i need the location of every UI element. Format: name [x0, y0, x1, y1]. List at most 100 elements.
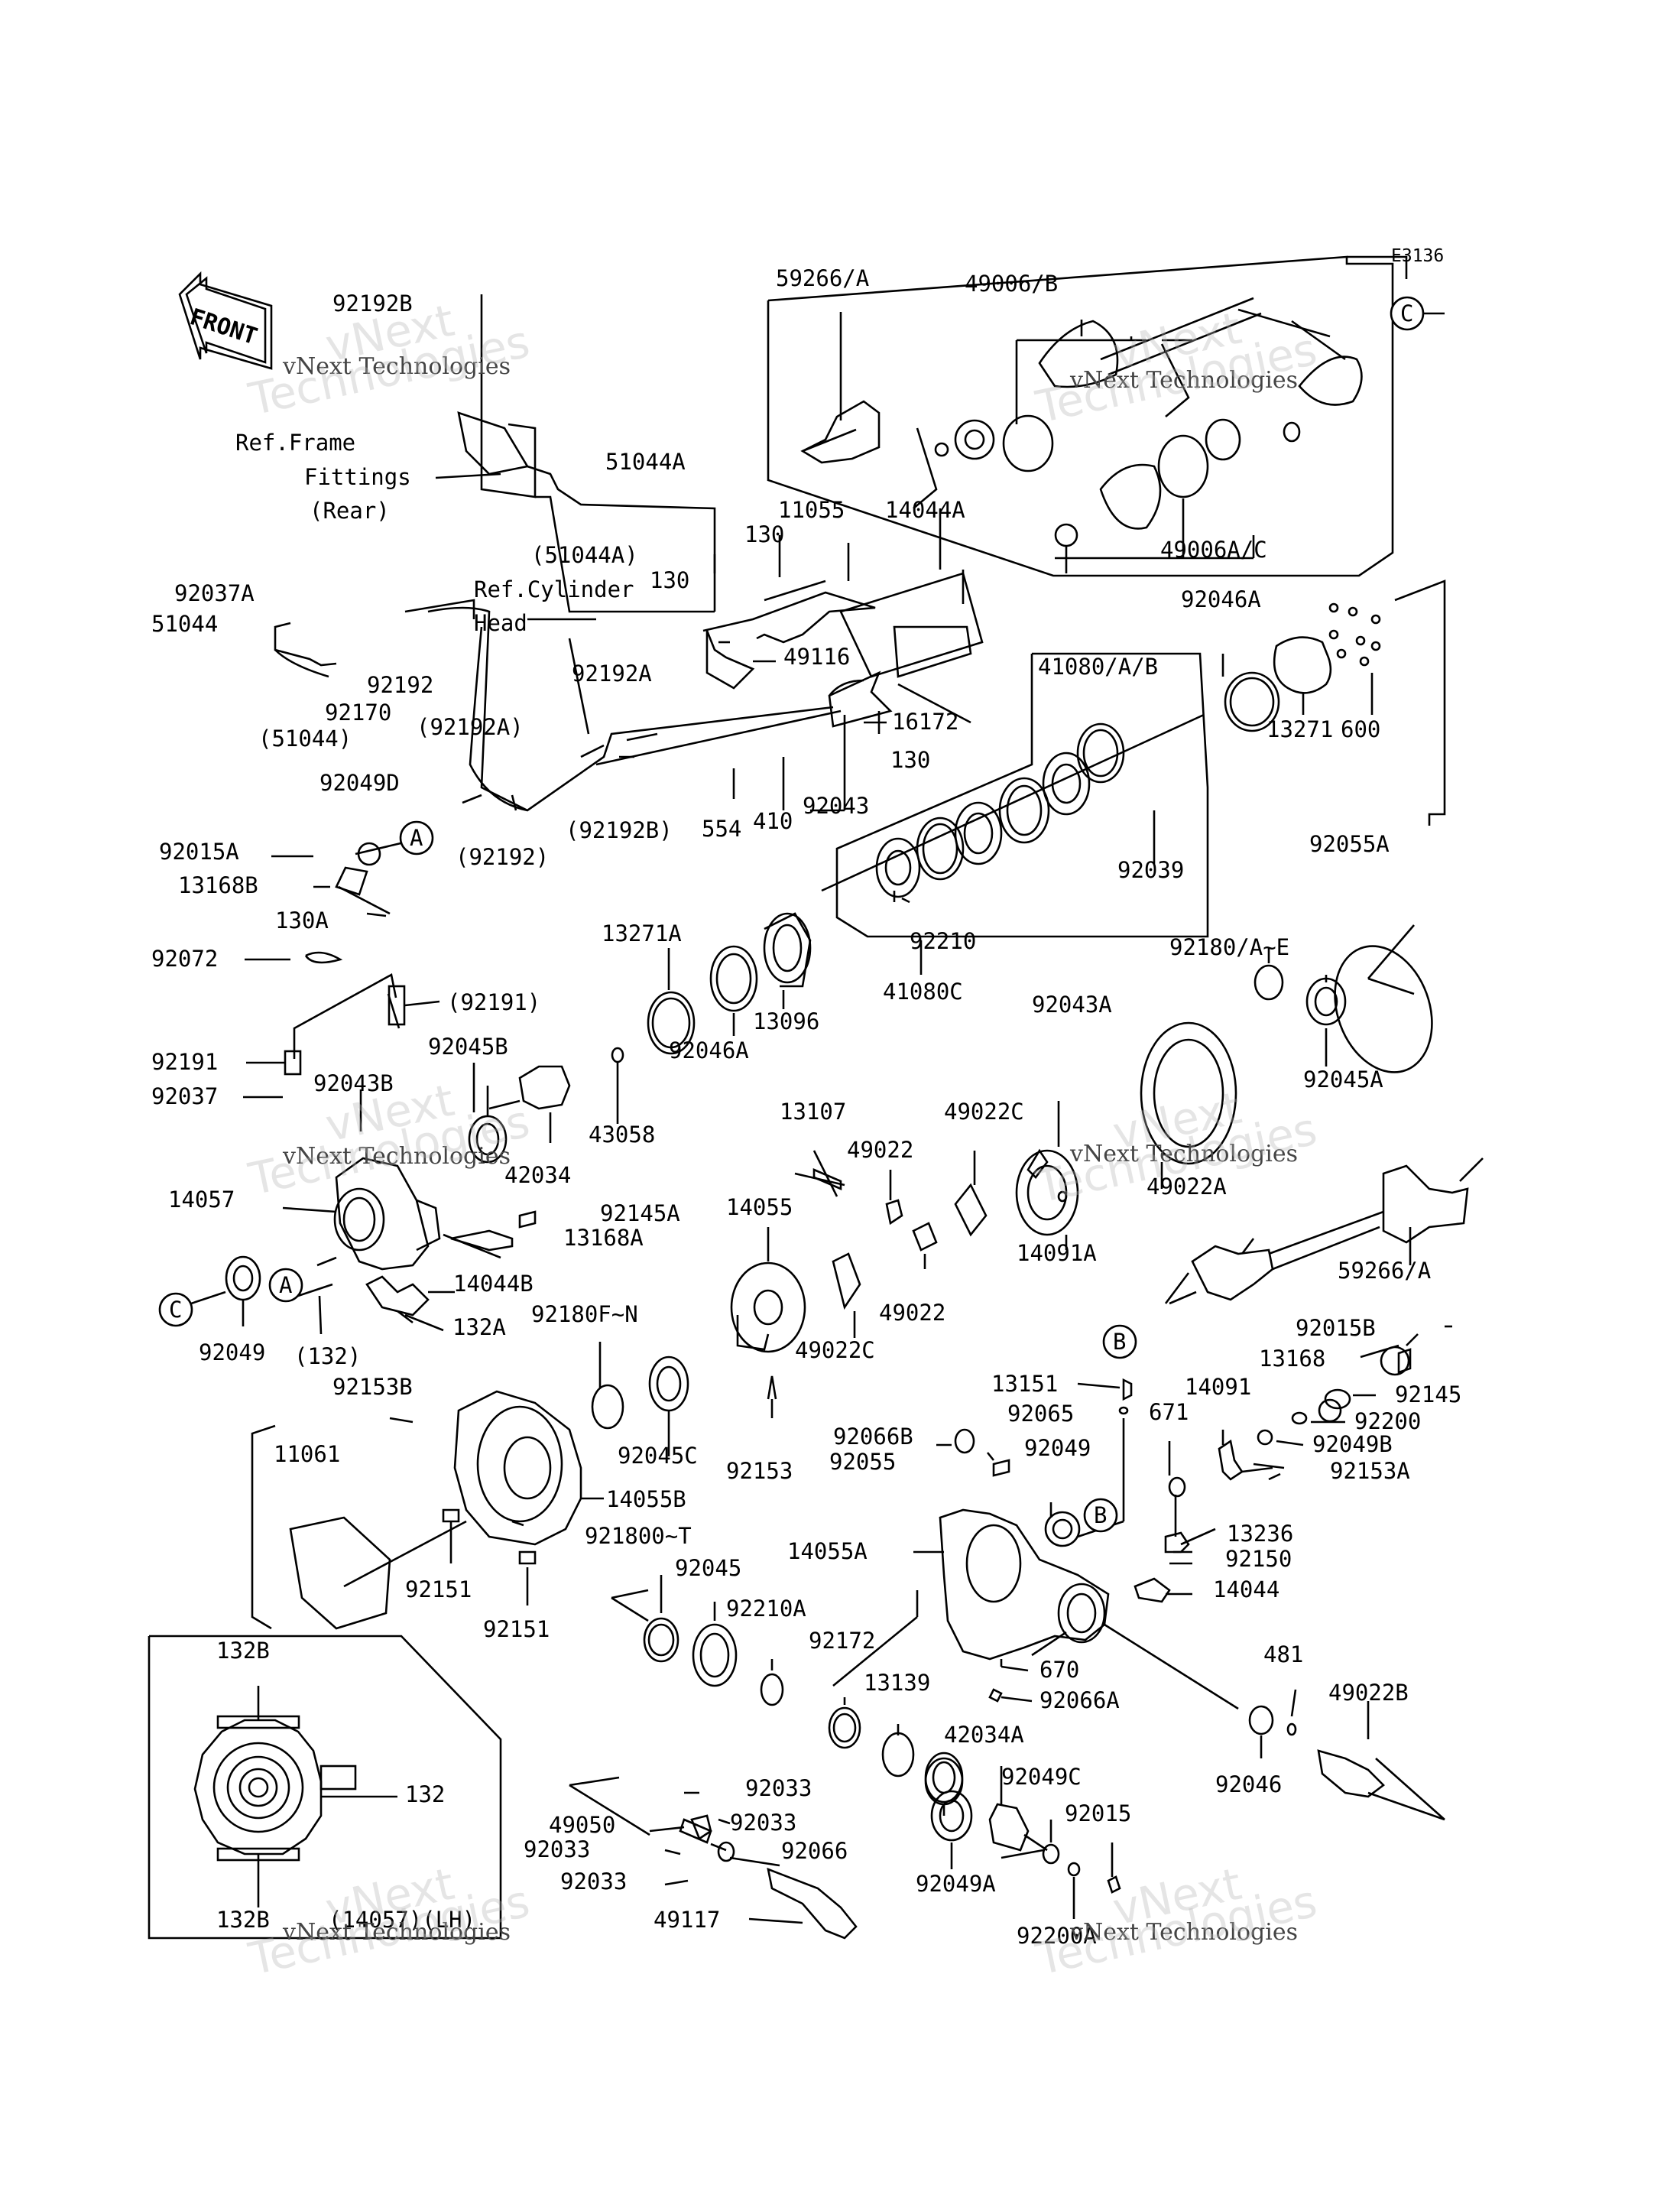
part-label: 92072 [151, 946, 219, 972]
part-label: 11055 [778, 497, 845, 523]
part-label: 49022C [944, 1099, 1024, 1125]
yoke-42034A [988, 1803, 1030, 1852]
part-label: 670 [1039, 1657, 1080, 1683]
part-label: 13096 [753, 1008, 820, 1034]
part-label: 92065 [1007, 1401, 1075, 1427]
part-label: 92049D [319, 770, 400, 796]
part-label: 13168 [1259, 1346, 1326, 1372]
part-label: 92037 [151, 1083, 219, 1109]
part-label: 130 [650, 567, 690, 593]
part-label: 14091 [1185, 1374, 1252, 1400]
part-label: 92015A [159, 839, 239, 865]
part-label: (51044) [258, 726, 352, 752]
cv-joint-right [1382, 1164, 1469, 1244]
hub-13096 [763, 912, 812, 984]
callout-c: C [169, 1297, 183, 1323]
part-label: 14055B [606, 1486, 686, 1512]
part-label: 42034A [944, 1722, 1024, 1748]
part-label: 92145A [600, 1200, 680, 1226]
part-label: 49022C [795, 1337, 875, 1363]
part-label: 92049 [199, 1339, 266, 1365]
part-label: 130A [275, 907, 329, 933]
part-label: 92043 [803, 793, 870, 819]
part-label: 49117 [654, 1907, 721, 1933]
o-ring-92055A [1334, 945, 1433, 1073]
part-label: 92153B [332, 1374, 413, 1400]
part-label: (92191) [447, 989, 541, 1015]
callout-circle-c2 [158, 1292, 193, 1327]
part-label: 59266/A [776, 265, 870, 291]
diagram-code: E3136 [1391, 246, 1445, 266]
part-label: 92046A [1181, 586, 1261, 612]
part-label: 92033 [560, 1868, 628, 1894]
part-label: 92151 [405, 1576, 472, 1602]
part-label: 92045A [1303, 1067, 1383, 1093]
part-label: 43058 [589, 1122, 656, 1148]
part-label: 92045B [428, 1034, 508, 1060]
part-label: 92055A [1309, 831, 1390, 857]
part-label: 49006/B [965, 271, 1059, 297]
housing-14057 [335, 1157, 430, 1271]
watermark-text: vNext Technologies [283, 353, 511, 380]
part-label: (14057)(LH) [329, 1907, 476, 1933]
cover-14055B [453, 1390, 582, 1546]
part-label: 92066B [833, 1424, 913, 1450]
part-label: 132A [452, 1314, 506, 1340]
part-label: 14091A [1017, 1240, 1097, 1266]
part-label: 13168B [178, 872, 258, 898]
part-label: 132B [216, 1638, 270, 1664]
part-label: 92049C [1001, 1764, 1082, 1790]
part-label: 92170 [325, 700, 392, 726]
side-gear-49022C [954, 1183, 988, 1237]
lh-view-box [148, 1635, 502, 1940]
housing-14057LH [193, 1719, 323, 1855]
part-label: 92039 [1117, 857, 1185, 883]
part-label: 92192 [367, 672, 434, 698]
callout-b: B [1094, 1502, 1108, 1528]
callout-c: C [1400, 300, 1414, 326]
part-label: 13139 [864, 1670, 931, 1696]
part-label: 92015 [1065, 1800, 1132, 1826]
part-label: 132 [405, 1781, 446, 1807]
part-label: 59266/A [1338, 1258, 1432, 1284]
part-label: 41080C [883, 979, 963, 1005]
part-label: 92172 [809, 1628, 876, 1654]
part-label: 92191 [151, 1049, 219, 1075]
sensor-14091 [1218, 1439, 1244, 1481]
part-label: 92043A [1032, 992, 1112, 1018]
callout-circle-a2 [268, 1268, 303, 1303]
watermark-text: vNext Technologies [1070, 367, 1299, 394]
clutch-group-outline [835, 652, 1209, 938]
part-label: 51044 [151, 611, 219, 637]
part-label: 14055 [726, 1194, 793, 1220]
part-label: 92045C [618, 1443, 698, 1469]
part-label: 92049B [1312, 1431, 1393, 1457]
part-label: 49022B [1328, 1680, 1409, 1706]
cv-boot-top [1038, 320, 1119, 388]
axle-group-outline [767, 255, 1394, 577]
part-label: (92192A) [417, 714, 524, 740]
part-label: 671 [1149, 1399, 1189, 1425]
case-14055 [730, 1261, 806, 1353]
part-label: 49022 [879, 1300, 946, 1326]
case-14055A [939, 1508, 1110, 1661]
part-label: 14044A [885, 497, 965, 523]
front-arrow-shape [178, 271, 273, 370]
pinion-42034 [518, 1065, 571, 1110]
part-label: 554 [702, 816, 742, 842]
part-label: 92145 [1395, 1381, 1462, 1407]
shim-92046A [1224, 671, 1280, 732]
part-label: 49022A [1146, 1174, 1227, 1200]
part-label: 92037A [174, 580, 255, 606]
part-label: 13151 [991, 1371, 1059, 1397]
part-label: 14044 [1213, 1576, 1280, 1602]
part-label: 16172 [892, 709, 959, 735]
part-label: 92150 [1225, 1546, 1292, 1572]
part-label: 92192A [572, 661, 652, 687]
callout-a: A [279, 1272, 293, 1298]
part-label: 92046A [669, 1037, 749, 1063]
ref-cylinder-note: Ref.Cylinder [474, 576, 634, 602]
part-label: (92192) [456, 844, 550, 870]
